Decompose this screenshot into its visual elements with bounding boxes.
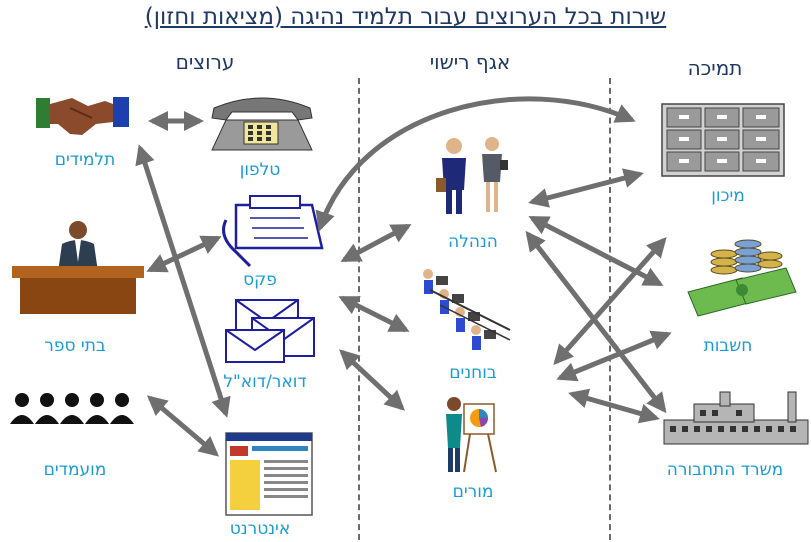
connector-fax-management xyxy=(340,223,412,263)
connector-examiners-ministry xyxy=(568,388,660,424)
connector-fax-institute xyxy=(315,96,636,232)
node-label-accounting: חשבות xyxy=(703,336,753,356)
telephone-icon xyxy=(211,97,313,151)
money-icon xyxy=(687,239,797,317)
audience-icon xyxy=(10,393,134,424)
node-label-fax: פקס xyxy=(243,270,277,290)
principal-at-desk-icon xyxy=(12,221,144,314)
connector-mail-examiners xyxy=(338,295,410,333)
node-label-management: הנהלה xyxy=(448,232,498,252)
connector-examiners-accounting xyxy=(556,330,672,382)
node-label-students: תלמידים xyxy=(54,150,116,170)
connector-schools-fax xyxy=(146,235,222,273)
node-label-internet: אינטרנט xyxy=(229,519,291,539)
node-label-candidates: מועמדים xyxy=(43,460,107,480)
node-label-ministry: משרד התחבורה xyxy=(666,460,784,480)
column-header-channels: ערוצים xyxy=(175,50,235,74)
node-label-phone: טלפון xyxy=(239,160,281,180)
envelopes-icon xyxy=(225,299,315,363)
column-header-support: תמיכה xyxy=(687,56,743,80)
node-label-teachers: מורים xyxy=(452,482,494,502)
teacher-easel-icon xyxy=(446,397,497,473)
connector-management-accounting xyxy=(528,215,664,287)
fax-icon xyxy=(222,195,324,268)
node-label-mail: דואר/דוא"ל xyxy=(223,372,307,392)
handshake-icon xyxy=(36,97,129,135)
connector-mail-teachers xyxy=(339,349,405,411)
node-label-examiners: בוחנים xyxy=(449,363,497,383)
ministry-building-icon xyxy=(663,391,809,445)
connector-students-internet xyxy=(135,144,231,418)
connector-management-institute xyxy=(528,168,644,208)
management-icon xyxy=(436,137,508,214)
webpage-icon xyxy=(225,432,313,516)
examiners-icon xyxy=(423,269,511,350)
node-label-schools: בתי ספר xyxy=(44,336,106,356)
node-label-institute: מיכון xyxy=(711,186,745,206)
column-header-licensing: אגף רישוי xyxy=(429,50,511,74)
connector-candidates-internet xyxy=(146,395,220,457)
diagram-title: שירות בכל הערוצים עבור תלמיד נהיגה (מציא… xyxy=(144,4,667,30)
filing-cabinet-icon xyxy=(661,103,785,177)
